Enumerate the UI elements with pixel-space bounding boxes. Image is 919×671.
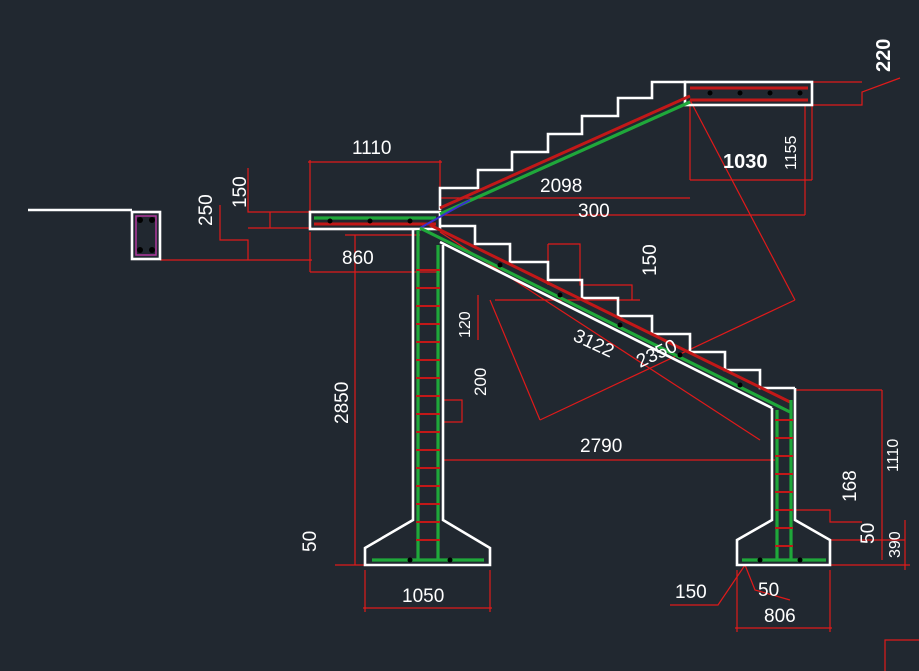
dim-250: 250 xyxy=(196,194,217,226)
dim-50-left: 50 xyxy=(300,531,321,552)
dim-2850: 2850 xyxy=(332,382,353,424)
dim-200: 200 xyxy=(471,368,490,396)
dim-1155: 1155 xyxy=(783,135,800,170)
dim-150-left: 150 xyxy=(230,176,251,208)
dim-1050: 1050 xyxy=(402,586,444,607)
dimension-labels: 220 1030 1155 1110 150 250 2098 300 860 … xyxy=(196,39,904,627)
dim-50-bottom: 50 xyxy=(758,580,779,601)
dim-50-right: 50 xyxy=(858,523,879,544)
dim-1030: 1030 xyxy=(723,151,768,173)
dim-390: 390 xyxy=(887,531,904,558)
dim-2098: 2098 xyxy=(540,176,582,197)
dim-220: 220 xyxy=(873,39,895,72)
dim-1110-top: 1110 xyxy=(352,138,391,159)
rebar xyxy=(135,86,826,563)
dim-300: 300 xyxy=(578,201,610,222)
left-column-stirrups xyxy=(416,269,440,541)
dim-2790: 2790 xyxy=(580,436,622,457)
dim-3122: 3122 xyxy=(570,325,617,362)
dimension-lines xyxy=(160,77,919,671)
dim-120: 120 xyxy=(457,311,474,338)
dim-150-bottom: 150 xyxy=(675,582,707,603)
dim-860: 860 xyxy=(342,248,374,269)
dim-150-mid: 150 xyxy=(640,244,661,276)
dim-1110-right: 1110 xyxy=(885,439,902,472)
dim-806: 806 xyxy=(764,606,796,627)
right-column-stirrups xyxy=(775,419,793,547)
dim-168: 168 xyxy=(840,470,861,502)
